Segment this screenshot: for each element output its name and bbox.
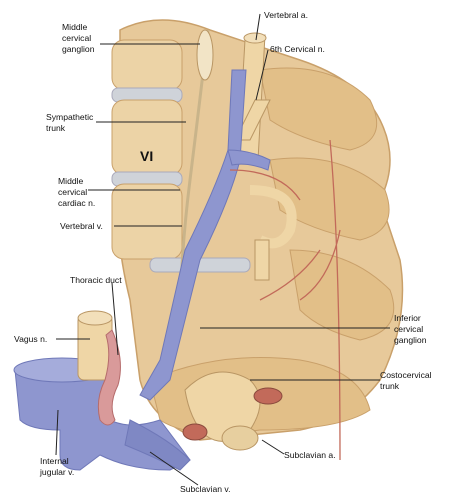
label-vagus-nerve: Vagus n. bbox=[14, 334, 47, 345]
middle-cervical-ganglion-shape bbox=[196, 29, 214, 81]
thoracic-duct-shape bbox=[97, 329, 121, 426]
label-internal-jugular-vein-line-1: Internal bbox=[40, 456, 69, 466]
vertebral-body-3 bbox=[111, 183, 183, 260]
label-middle-cervical-cardiac-nerve: Middle cervical cardiac n. bbox=[58, 176, 95, 209]
label-sympathetic-trunk: Sympathetic trunk bbox=[46, 112, 93, 134]
vertebral-vein-branch bbox=[227, 149, 271, 171]
label-middle-cervical-cardiac-nerve-line-3: cardiac n. bbox=[58, 198, 96, 208]
vertebra-number-vi: VI bbox=[140, 148, 154, 164]
vertebral-body-1 bbox=[111, 39, 183, 91]
label-middle-cervical-cardiac-nerve-line-2: cervical bbox=[58, 187, 88, 197]
label-middle-cervical-ganglion-line-3: ganglion bbox=[62, 44, 95, 54]
label-costocervical-trunk-line-1: Costocervical bbox=[380, 370, 432, 380]
label-thoracic-duct-text: Thoracic duct bbox=[70, 275, 122, 285]
subclavian-vein-shape bbox=[124, 419, 191, 471]
label-vertebral-vein-text: Vertebral v. bbox=[60, 221, 103, 231]
nerve-branches bbox=[229, 139, 341, 461]
transverse-process-upper bbox=[259, 67, 378, 151]
subclavian-artery-opening bbox=[221, 425, 259, 451]
label-costocervical-trunk-line-2: trunk bbox=[380, 381, 400, 391]
costocervical-cut-end bbox=[253, 387, 283, 405]
label-inferior-cervical-ganglion: Inferior cervical ganglion bbox=[394, 313, 427, 346]
label-vagus-nerve-text: Vagus n. bbox=[14, 334, 48, 344]
label-vertebral-artery-text: Vertebral a. bbox=[264, 10, 308, 20]
label-sympathetic-trunk-line-2: trunk bbox=[46, 123, 66, 133]
label-sixth-cervical-nerve-text: 6th Cervical n. bbox=[270, 44, 325, 54]
cut-artery bbox=[254, 239, 270, 281]
label-thoracic-duct: Thoracic duct bbox=[70, 275, 122, 286]
vertebral-vein bbox=[139, 69, 247, 401]
label-inferior-cervical-ganglion-line-1: Inferior bbox=[394, 313, 421, 323]
sixth-cervical-nerve bbox=[234, 99, 271, 141]
transverse-process-lower bbox=[289, 249, 395, 341]
vagus-nerve-end bbox=[77, 310, 113, 326]
label-sympathetic-trunk-line-1: Sympathetic bbox=[46, 112, 94, 122]
label-subclavian-artery: Subclavian a. bbox=[284, 450, 336, 461]
label-sixth-cervical-nerve: 6th Cervical n. bbox=[270, 44, 325, 55]
transverse-process-middle bbox=[269, 157, 390, 241]
label-middle-cervical-ganglion-line-1: Middle bbox=[62, 22, 88, 32]
label-subclavian-artery-text: Subclavian a. bbox=[284, 450, 336, 460]
label-inferior-cervical-ganglion-line-3: ganglion bbox=[394, 335, 427, 345]
label-inferior-cervical-ganglion-line-2: cervical bbox=[394, 324, 424, 334]
leader-lines bbox=[55, 13, 390, 486]
label-middle-cervical-cardiac-nerve-line-1: Middle bbox=[58, 176, 84, 186]
label-subclavian-vein-text: Subclavian v. bbox=[180, 484, 231, 494]
label-internal-jugular-vein: Internal jugular v. bbox=[40, 456, 74, 478]
artery-loop bbox=[249, 185, 297, 249]
label-costocervical-trunk: Costocervical trunk bbox=[380, 370, 432, 392]
label-vertebral-vein: Vertebral v. bbox=[60, 221, 103, 232]
label-subclavian-vein: Subclavian v. bbox=[180, 484, 230, 495]
label-internal-jugular-vein-line-2: jugular v. bbox=[40, 467, 75, 477]
label-vertebral-artery: Vertebral a. bbox=[264, 10, 308, 21]
label-middle-cervical-ganglion-line-2: cervical bbox=[62, 33, 92, 43]
label-middle-cervical-ganglion: Middle cervical ganglion bbox=[62, 22, 95, 55]
vertebral-artery-end bbox=[243, 32, 267, 44]
subclavian-cut-end bbox=[182, 423, 208, 441]
